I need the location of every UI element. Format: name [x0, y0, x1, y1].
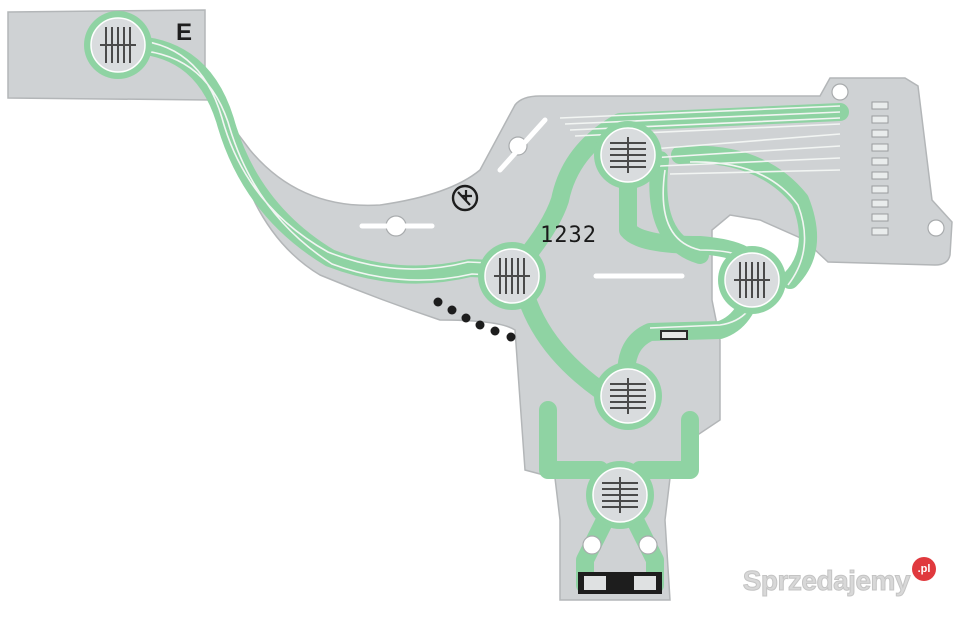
button-contact-pad	[594, 362, 662, 430]
mounting-hole	[638, 535, 658, 555]
flex-substrate	[7, 9, 953, 601]
button-contact-pad	[84, 11, 152, 79]
button-contact-pad	[718, 246, 786, 314]
mounting-hole	[831, 83, 849, 101]
watermark-text: Sprzedajemy	[742, 565, 911, 597]
slot-cutout	[497, 117, 548, 173]
trace-lines-top	[559, 105, 841, 175]
connector-tab	[578, 572, 662, 594]
watermark: Sprzedajemy .pl	[742, 557, 936, 597]
mounting-hole	[927, 219, 945, 237]
trace-band-loop	[649, 145, 817, 289]
mounting-hole	[582, 535, 602, 555]
resistor-component	[662, 332, 686, 338]
button-contact-pad	[586, 461, 654, 529]
button-contact-pad	[478, 242, 546, 310]
button-contact-pad	[594, 121, 662, 189]
connector-fingers	[871, 101, 889, 236]
corner-label: E	[176, 19, 192, 46]
indicator-dots	[433, 297, 516, 342]
part-number-label: 1232	[540, 223, 597, 248]
ground-symbol-icon	[451, 184, 479, 212]
watermark-badge: .pl	[912, 557, 936, 581]
trace-lines-left	[117, 39, 513, 281]
